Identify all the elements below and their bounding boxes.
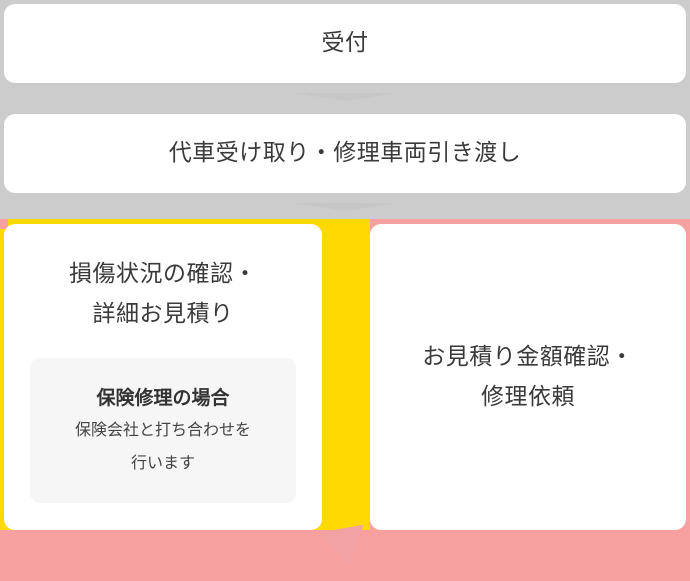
step-estimate-confirmation: お見積り金額確認・ 修理依頼 [370,224,686,530]
label-line-2: 詳細お見積り [92,301,234,327]
label-line-2: 修理依頼 [481,384,575,410]
step-reception: 受付 [4,4,686,83]
note-line-1: 保険会社と打ち合わせを [74,419,251,439]
pink-corner [0,219,8,229]
step-damage-assessment-label: 損傷状況の確認・ 詳細お見積り [69,254,257,334]
step-damage-assessment: 損傷状況の確認・ 詳細お見積り 保険修理の場合 保険会社と打ち合わせを 行います [4,224,322,530]
chevron-down-icon [295,203,395,211]
chevron-down-icon [295,93,395,101]
insurance-note-title: 保険修理の場合 [96,386,230,409]
insurance-note-body: 保険会社と打ち合わせを 行います [75,413,251,479]
step-estimate-confirmation-label: お見積り金額確認・ 修理依頼 [422,337,634,417]
note-line-2: 行います [130,452,195,472]
label-line-1: 損傷状況の確認・ [69,261,257,287]
insurance-note: 保険修理の場合 保険会社と打ち合わせを 行います [30,358,296,503]
step-reception-label: 受付 [321,30,369,57]
label-line-1: お見積り金額確認・ [422,344,634,370]
step-loaner-handover-label: 代車受け取り・修理車両引き渡し [168,140,522,167]
step-loaner-handover: 代車受け取り・修理車両引き渡し [4,114,686,193]
